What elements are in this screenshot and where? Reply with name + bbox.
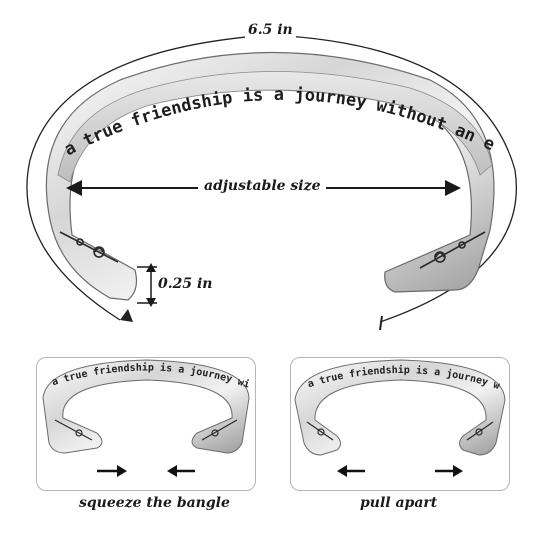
pull-apart-panel: a true friendship is a journey without a… [290,357,510,491]
arrow-right-icon [117,465,127,477]
arrow-head-icon [120,309,133,322]
pull-apart-bangle-image: a true friendship is a journey without a… [291,358,506,477]
main-bangle-illustration: a true friendship is a journey without a… [0,0,517,331]
right-end-ornament [419,231,486,269]
arrow-left-icon [167,465,177,477]
circumference-label: 6.5 in [245,22,296,38]
adjustable-size-label: adjustable size [198,178,327,194]
bangle-band [45,51,495,301]
arrow-left-icon [337,465,347,477]
arrow-right-icon [453,465,463,477]
squeeze-caption: squeeze the bangle [79,495,230,511]
squeeze-panel: a true friendship is a journey without a… [36,357,256,491]
squeeze-bangle-image: a true friendship is a journey without a… [37,358,251,477]
bangle-inner-face [57,71,493,183]
left-end-ornament [59,231,119,263]
left-arrow-icon [66,180,82,196]
arc-end-tick [379,315,383,331]
right-arrow-icon [445,180,461,196]
pull-apart-caption: pull apart [360,495,438,511]
width-label: 0.25 in [158,276,213,292]
